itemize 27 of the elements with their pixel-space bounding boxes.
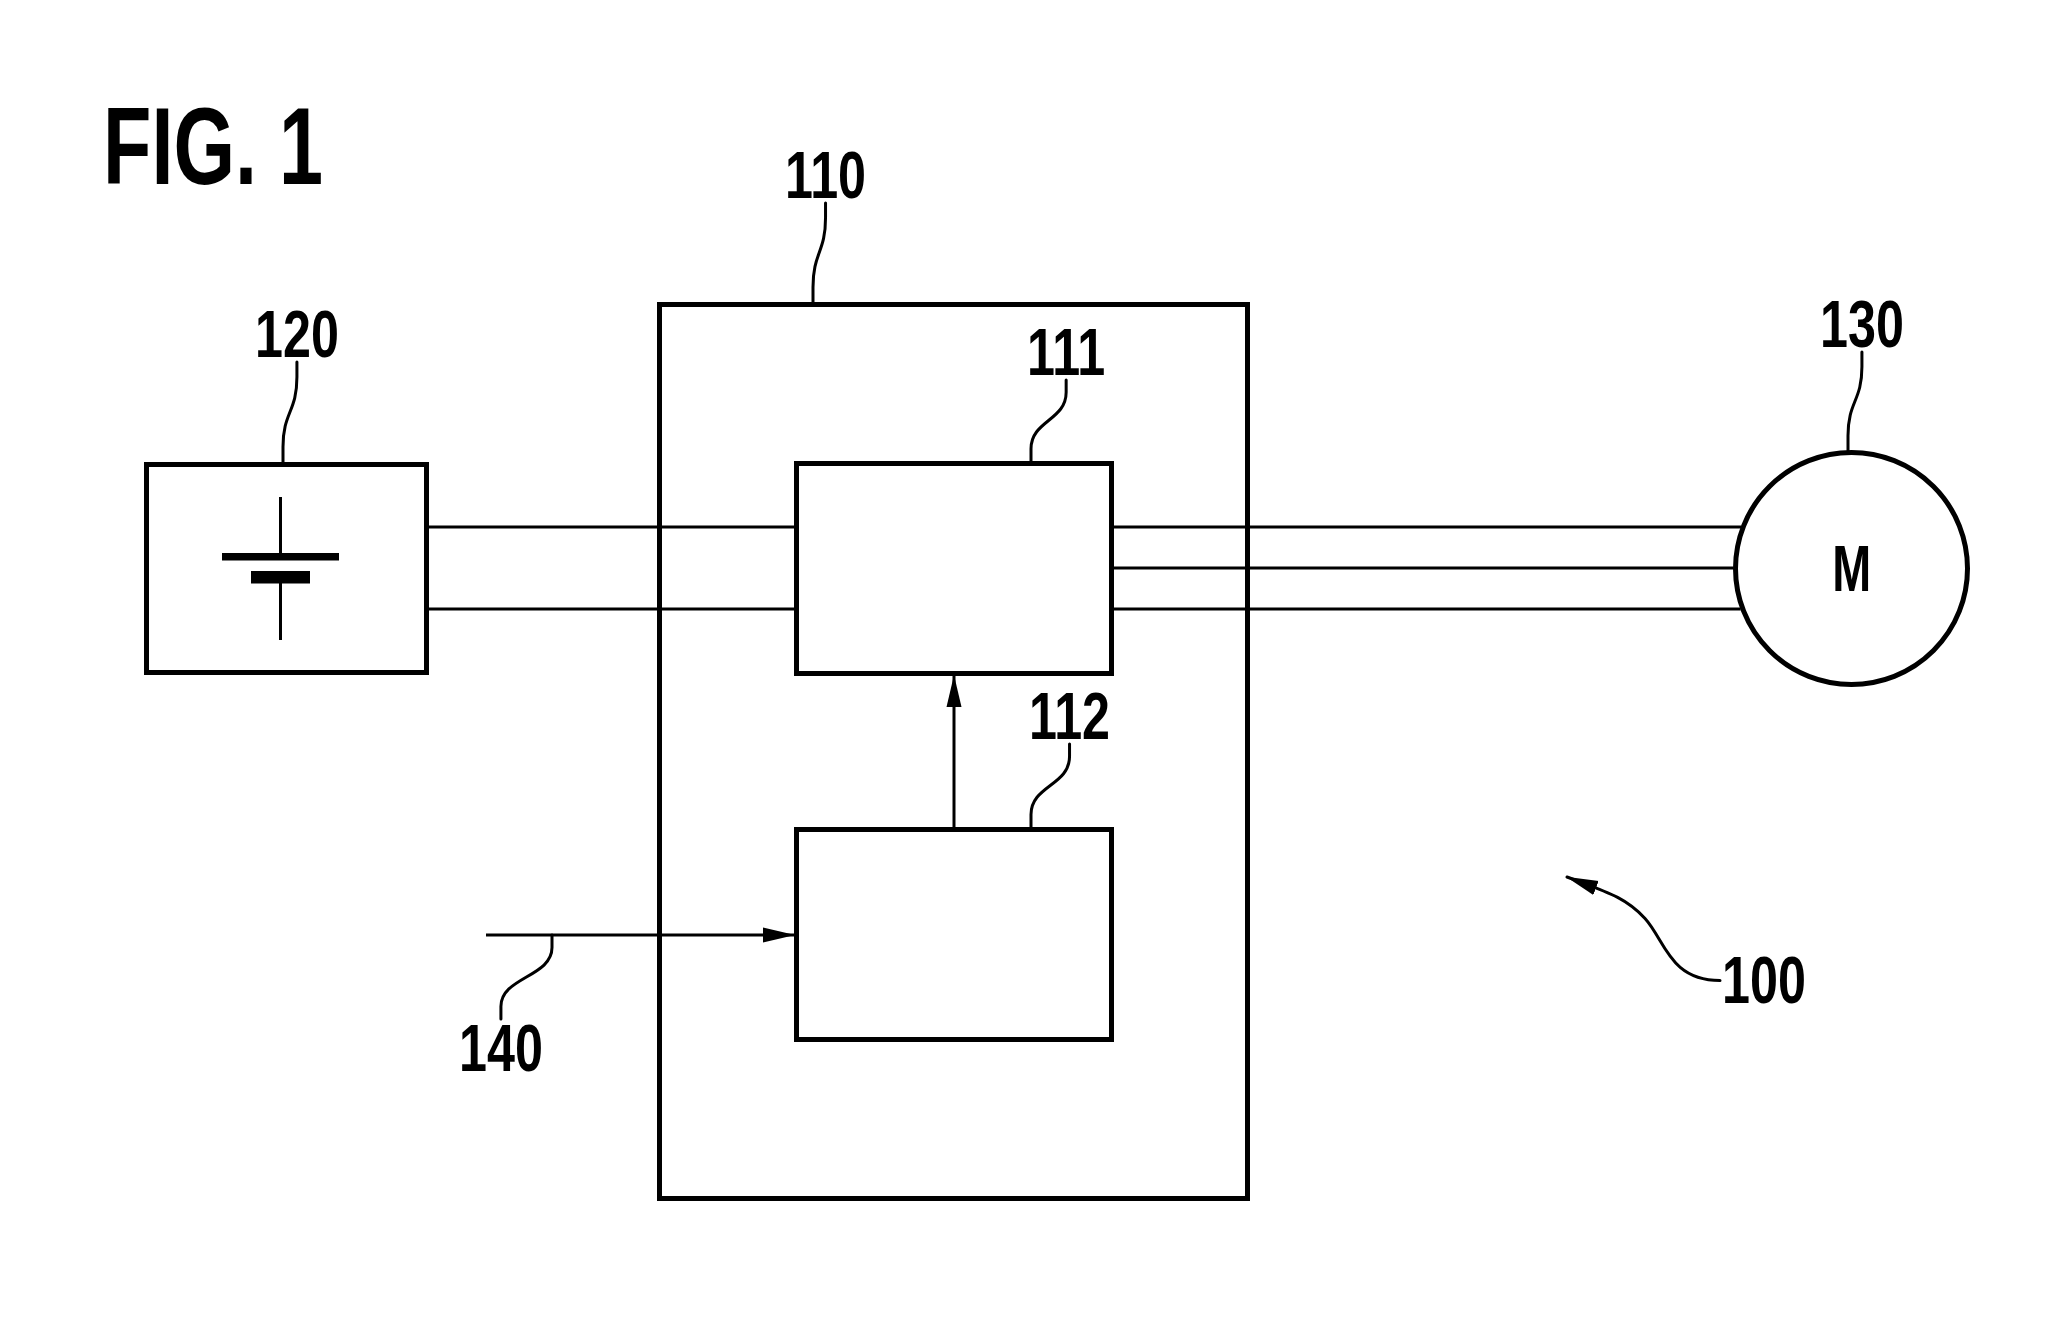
connection-line bbox=[1114, 566, 1734, 570]
connection-line bbox=[429, 525, 794, 529]
upper-inner-box bbox=[794, 461, 1114, 676]
motor-circle: M bbox=[1733, 450, 1970, 687]
lower-inner-box bbox=[794, 827, 1114, 1042]
leader-line bbox=[1029, 742, 1072, 829]
connection-line bbox=[1114, 607, 1741, 611]
leader-arrow bbox=[1565, 875, 1722, 982]
reference-numeral: 130 bbox=[1820, 295, 1904, 352]
battery-box bbox=[144, 462, 429, 675]
reference-numeral: 111 bbox=[1027, 323, 1106, 380]
leader-line bbox=[499, 933, 554, 1021]
leader-line bbox=[1029, 378, 1068, 463]
reference-numeral: 120 bbox=[255, 305, 339, 362]
leader-line bbox=[281, 360, 299, 464]
arrow bbox=[946, 675, 962, 827]
arrow bbox=[486, 927, 795, 943]
outer-box bbox=[657, 302, 1250, 1201]
reference-numeral: 112 bbox=[1029, 687, 1111, 744]
reference-numeral: 110 bbox=[785, 146, 867, 203]
reference-numeral: 100 bbox=[1722, 951, 1806, 1008]
reference-numeral: 140 bbox=[459, 1019, 543, 1076]
connection-line bbox=[429, 607, 794, 611]
leader-line bbox=[811, 201, 828, 304]
leader-line bbox=[1846, 350, 1864, 453]
connection-line bbox=[1114, 525, 1742, 529]
figure-title: FIG. 1 bbox=[103, 99, 324, 193]
